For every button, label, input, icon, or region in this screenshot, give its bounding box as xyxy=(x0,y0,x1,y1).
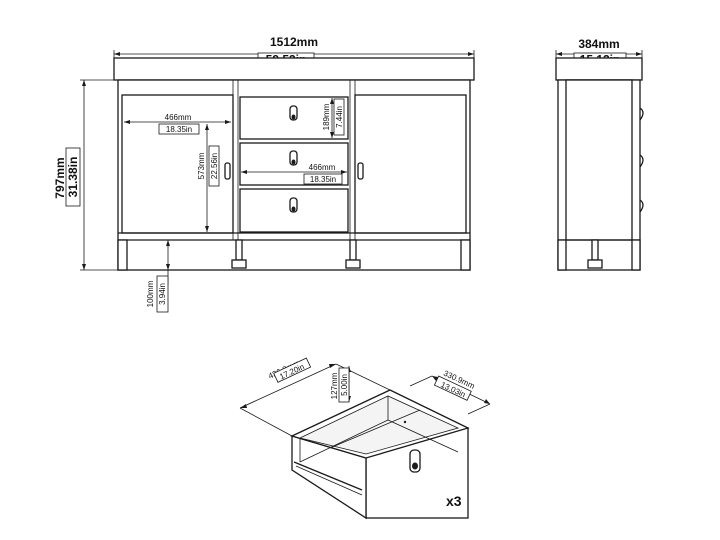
leg-height-mm: 100mm xyxy=(146,280,155,307)
cabinet-height-in: 22.56in xyxy=(210,153,219,179)
front-view: 1512mm 59.53in xyxy=(53,35,475,313)
drawer-detail: 436.8mm 17.20in 127mm 5.00in 330.9mm 13.… xyxy=(239,357,491,520)
drawer-width-in: 18.35in xyxy=(310,175,336,184)
right-door xyxy=(354,94,467,234)
right-leg xyxy=(460,239,471,271)
center-foot-left xyxy=(231,239,247,269)
front-height-in: 31.38in xyxy=(66,157,80,198)
front-width-mm: 1512mm xyxy=(270,35,318,49)
drawer-handle-1 xyxy=(289,105,298,121)
drawer-quantity: x3 xyxy=(446,493,462,509)
sideboard-top xyxy=(113,57,475,81)
side-top xyxy=(555,57,643,81)
side-depth-mm: 384mm xyxy=(578,37,619,51)
right-door-handle-plate xyxy=(357,162,364,180)
side-handle-1 xyxy=(639,107,644,121)
cabinet-width-mm: 466mm xyxy=(165,113,192,122)
drawer-front-height-mm: 189mm xyxy=(322,103,331,130)
drawer-detail-handle xyxy=(409,449,421,473)
drawer-handle-3 xyxy=(289,197,298,213)
front-height-mm: 797mm xyxy=(53,157,67,198)
leg-height-in: 3.94in xyxy=(158,283,167,305)
side-handle-2 xyxy=(639,154,644,168)
center-foot-right xyxy=(345,239,361,269)
side-view: 384mm 15.12in xyxy=(555,37,644,271)
cabinet-width-in: 18.35in xyxy=(166,125,192,134)
left-leg xyxy=(117,239,128,271)
left-door-handle-plate xyxy=(224,162,231,180)
drawer-handle-2 xyxy=(289,150,298,166)
drawer-width-mm: 466mm xyxy=(309,163,336,172)
drawer-height-in: 5.00in xyxy=(340,374,349,396)
side-handle-3 xyxy=(639,199,644,213)
drawer-front-height-in: 7.44in xyxy=(335,106,344,128)
drawer-height-mm: 127mm xyxy=(330,372,339,399)
cabinet-height-mm: 573mm xyxy=(197,152,206,179)
